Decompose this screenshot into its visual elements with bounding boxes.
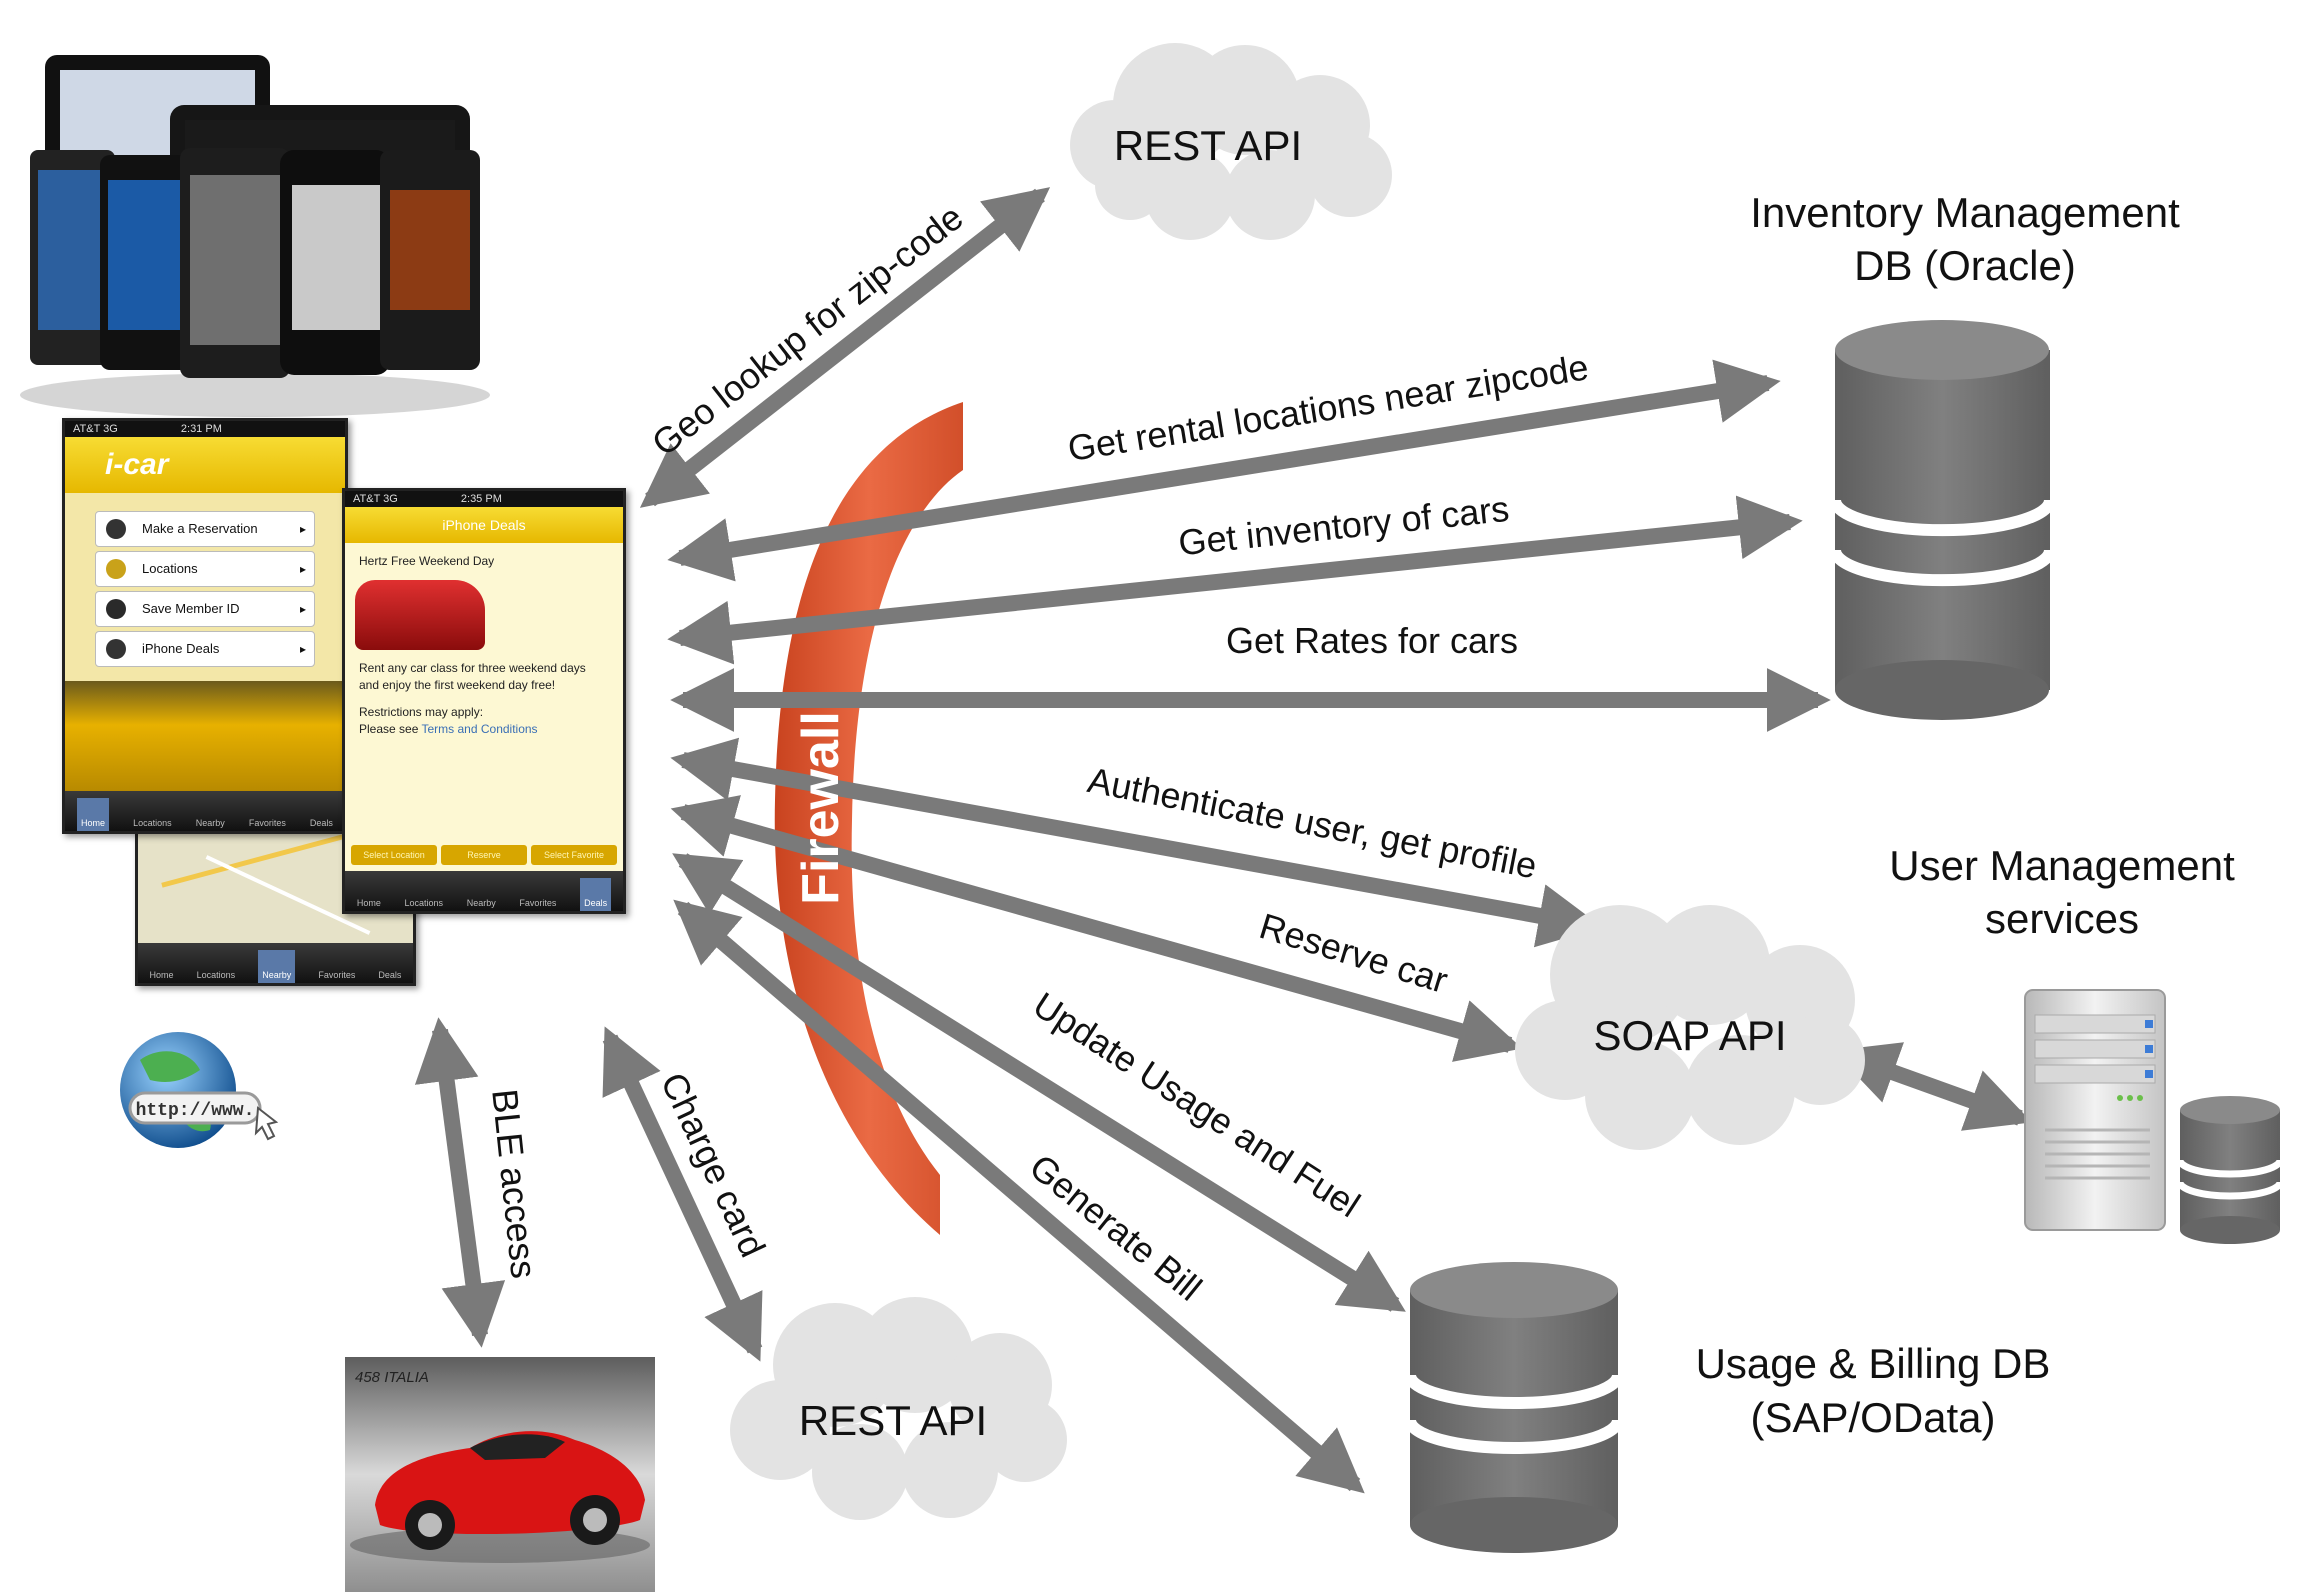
phone-deals-screen: AT&T 3G 2:35 PM iPhone Deals Hertz Free … [342,488,626,914]
star-icon [106,599,126,619]
home-tab-deals[interactable]: Deals [309,818,333,828]
deals-title: iPhone Deals [345,507,623,543]
globe-url-text: http://www. [136,1101,255,1121]
menu-locations[interactable]: Locations ▸ [95,551,315,587]
map-tab-bar: Home Locations Nearby Favorites Deals [138,943,413,983]
chevron-right-icon: ▸ [299,602,306,616]
deals-tab-favorites[interactable]: Favorites [519,898,557,908]
deal-please-see: Please see [359,722,419,736]
menu-make-reservation[interactable]: Make a Reservation ▸ [95,511,315,547]
soap-api-label: SOAP API [1594,1012,1787,1059]
cloud-rest-api-bottom [730,1297,1067,1520]
deals-tab-nearby[interactable]: Nearby [466,898,496,908]
arrow-geo-lookup [639,187,1051,508]
inventory-db-title-line1: Inventory Management [1750,189,2180,236]
user-mgmt-title-line2: services [1985,895,2139,942]
flow-arrows [414,187,2033,1494]
deal-body: Rent any car class for three weekend day… [359,661,586,692]
home-tab-home[interactable]: Home [77,798,110,831]
user-db-icon [2176,1096,2284,1244]
deal-restrictions: Restrictions may apply: [359,705,484,719]
inventory-db-icon [1829,320,2056,720]
arrow-soap-user-mgmt [1832,1042,2033,1131]
deals-tab-bar: Home Locations Nearby Favorites Deals [345,871,623,911]
chevron-right-icon: ▸ [299,522,306,536]
menu-label-locations: Locations [142,561,198,576]
arrow-inventory [667,495,1803,665]
cloud-soap-api [1515,905,1865,1150]
server-icon [2024,989,2166,1231]
menu-label-reservation: Make a Reservation [142,521,258,536]
arrow-charge [602,1026,763,1362]
deals-carrier: AT&T 3G [353,493,398,505]
rates-label: Get Rates for cars [1226,620,1518,661]
user-mgmt-title-line1: User Management [1889,842,2235,889]
red-suv-image [355,580,485,650]
billing-db-icon [1404,1262,1624,1553]
home-tab-bar: Home Locations Nearby Favorites Deals [65,791,345,831]
menu-iphone-deals[interactable]: iPhone Deals ▸ [95,631,315,667]
devices-image [20,55,490,417]
deals-time: 2:35 PM [460,493,502,505]
home-time: 2:31 PM [180,423,222,435]
map-tab-favorites[interactable]: Favorites [318,970,356,980]
menu-save-member[interactable]: Save Member ID ▸ [95,591,315,627]
map-tab-nearby[interactable]: Nearby [258,950,296,983]
location-icon [106,559,126,579]
deals-tab-locations[interactable]: Locations [404,898,444,908]
map-tab-home[interactable]: Home [149,970,174,980]
car-icon [106,519,126,539]
phone-home-screen: AT&T 3G 2:31 PM i-car Make a Reservation… [62,418,348,834]
billing-db-title-line1: Usage & Billing DB [1696,1340,2051,1387]
deals-tab-deals[interactable]: Deals [580,878,612,911]
deals-tab-home[interactable]: Home [356,898,381,908]
car-photo [345,1357,655,1592]
billing-db-title-line2: (SAP/OData) [1750,1394,1995,1441]
cloud-rest-api-top [1070,43,1392,240]
map-tab-deals[interactable]: Deals [378,970,402,980]
home-header: i-car [65,437,345,493]
tag-icon [106,639,126,659]
home-tab-nearby[interactable]: Nearby [195,818,225,828]
deal-headline: Hertz Free Weekend Day [359,554,495,568]
yellow-car-image [65,681,345,791]
arrow-ble [414,1017,506,1348]
terms-link[interactable]: Terms and Conditions [421,722,538,736]
reserve-button[interactable]: Reserve [441,845,527,865]
home-status-bar: AT&T 3G 2:31 PM [65,421,345,437]
menu-label-save-member: Save Member ID [142,601,240,616]
deal-terms-line: Please see Terms and Conditions [345,721,623,738]
ble-label: BLE access [484,1087,545,1280]
chevron-right-icon: ▸ [299,562,306,576]
app-brand: i-car [105,448,169,481]
home-tab-locations[interactable]: Locations [133,818,172,828]
rest-api-top-label: REST API [1114,122,1302,169]
map-tab-locations[interactable]: Locations [196,970,236,980]
firewall-label: Firewall [792,711,850,905]
deal-buttons: Select Location Reserve Select Favorite [351,845,617,865]
home-tab-favorites[interactable]: Favorites [248,818,286,828]
car-badge-text: 458 ITALIA [355,1369,429,1386]
select-location-button[interactable]: Select Location [351,845,437,865]
inventory-db-title-line2: DB (Oracle) [1854,242,2076,289]
home-carrier: AT&T 3G [73,423,118,435]
globe-icon [120,1032,279,1148]
select-favorite-button[interactable]: Select Favorite [531,845,617,865]
menu-label-deals: iPhone Deals [142,641,220,656]
deals-status-bar: AT&T 3G 2:35 PM [345,491,623,507]
chevron-right-icon: ▸ [299,642,306,656]
arrow-generate-bill [673,899,1365,1494]
rest-api-bottom-label: REST API [799,1397,987,1444]
